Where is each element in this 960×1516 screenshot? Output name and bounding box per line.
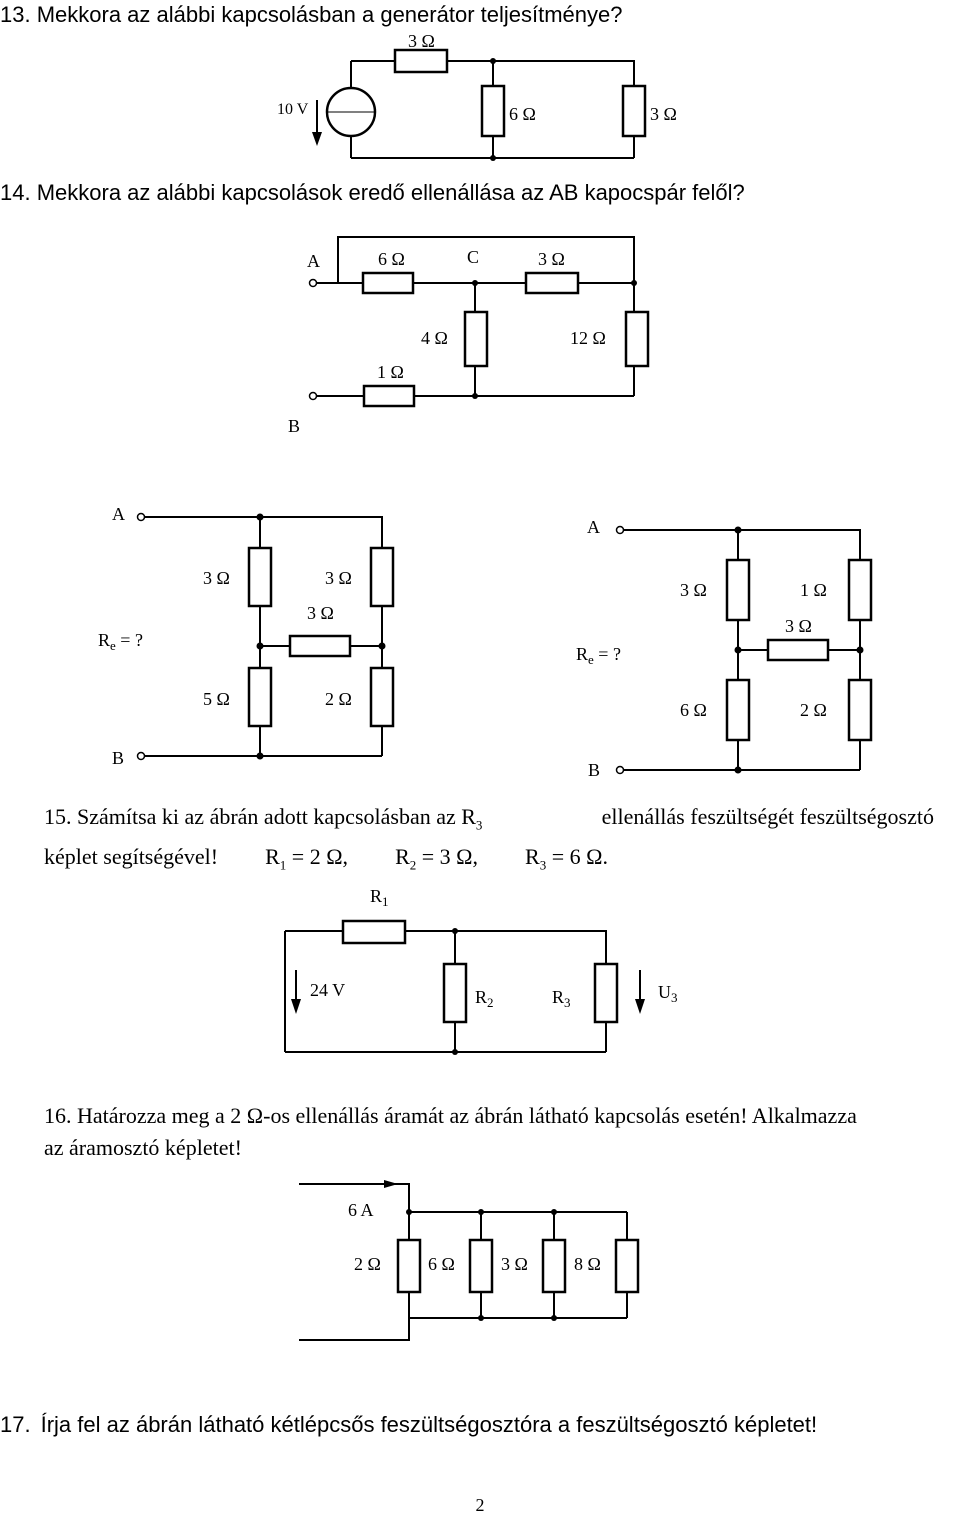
label-14b-r-left-top: 3 Ω [203,568,230,588]
resistor-13-mid [480,84,506,138]
question-16-line2: az áramosztó képletet! [44,1135,242,1160]
circuit-13: 3 Ω 10 V 6 Ω 3 Ω [277,31,677,161]
label-14b-r-left-bot: 5 Ω [203,689,230,709]
label-14c-r-left-bot: 6 Ω [680,700,707,720]
label-15-r2: R2 [475,987,494,1010]
resistor-15-r1 [341,919,407,945]
resistor-16-2 [396,1238,422,1294]
question-17-number: 17. [0,1412,31,1437]
terminal-a-icon [615,525,625,535]
question-15-lead: 15. Számítsa ki az ábrán adott kapcsolás… [44,804,483,833]
label-15-r3: R3 [552,987,571,1010]
resistor-15-r3 [593,962,619,1024]
label-16-r2: 6 Ω [428,1254,455,1274]
label-13-source: 10 V [277,101,309,118]
resistor-14b-left-bot [247,666,273,728]
resistor-13-top [393,48,449,74]
resistor-14a-1 [362,384,416,408]
circuit-16: 6 A 2 Ω 6 Ω 3 Ω 8 Ω [299,1180,640,1341]
resistor-16-6 [468,1238,494,1294]
resistor-14b-horiz [288,634,352,658]
resistor-16-8 [614,1238,640,1294]
label-14b-a: A [112,504,125,524]
resistor-14c-left-top [725,558,751,622]
label-14a-r-top-right: 3 Ω [538,249,565,269]
arrow-down-icon [635,999,645,1014]
resistor-16-3 [541,1238,567,1294]
label-14a-r-ac: 6 Ω [378,249,405,269]
terminal-b-icon [308,391,318,401]
resistor-14c-horiz [766,638,830,662]
arrow-right-icon [384,1180,398,1188]
label-16-current: 6 A [348,1200,374,1220]
label-14c-b: B [588,760,600,780]
label-16-r1: 2 Ω [354,1254,381,1274]
question-17-text: Írja fel az ábrán látható kétlépcsős fes… [40,1412,818,1437]
resistor-14c-right-top [847,558,873,622]
page-number: 2 [475,1495,485,1515]
resistor-14c-left-bot [725,678,751,742]
question-15-tail: ellenállás feszültségét feszültségosztó [596,804,934,829]
question-15-r1: R1 = 2 Ω, [265,844,349,873]
arrow-down-icon [312,132,322,146]
resistor-14b-mid-top [369,546,395,608]
label-14a-a: A [307,251,320,271]
label-14b-b: B [112,748,124,768]
resistor-14a-3 [524,271,580,295]
resistor-14c-right-bot [847,678,873,742]
label-14c-r-left-top: 3 Ω [680,580,707,600]
label-15-r1: R1 [370,886,389,909]
label-14a-r-bottom: 1 Ω [377,362,404,382]
label-14c-r-right-bot: 2 Ω [800,700,827,720]
label-14c-a: A [587,517,600,537]
resistor-14b-left-top [247,546,273,608]
question-15-r2: R2 = 3 Ω, [395,844,479,873]
question-15-line2: képlet segítségével! [44,844,219,870]
circuit-14c: A B Re = ? 3 Ω 1 Ω 3 Ω 6 Ω 2 Ω [576,517,873,780]
label-14a-b: B [288,416,300,436]
label-14b-r-horiz: 3 Ω [307,603,334,623]
circuit-14b: A B Re = ? 3 Ω 3 Ω 3 Ω 5 Ω 2 Ω [98,504,395,768]
terminal-b-icon [136,751,146,761]
resistor-13-right [621,84,647,138]
label-14c-re: Re = ? [576,644,621,667]
resistor-14a-4 [463,310,489,368]
question-13: 13. Mekkora az alábbi kapcsolásban a gen… [0,2,623,27]
question-16-line1: 16. Határozza meg a 2 Ω-os ellenállás ár… [44,1103,857,1128]
label-14b-re: Re = ? [98,630,143,653]
label-14a-r-right: 12 Ω [570,328,606,348]
label-14a-c: C [467,247,479,267]
circuit-14a: A 6 Ω C 3 Ω 4 Ω 12 Ω 1 Ω B [288,236,650,436]
label-15-u3: U3 [658,982,678,1005]
label-13-r-right: 3 Ω [650,104,677,124]
question-17: 17. Írja fel az ábrán látható kétlépcsős … [0,1412,817,1438]
label-15-source: 24 V [310,980,345,1000]
label-16-r4: 8 Ω [574,1254,601,1274]
label-16-r3: 3 Ω [501,1254,528,1274]
resistor-14b-mid-bot [369,666,395,728]
question-16: 16. Határozza meg a 2 Ω-os ellenállás ár… [44,1101,944,1163]
resistor-15-r2 [442,962,468,1024]
terminal-a-icon [136,512,146,522]
terminal-a-icon [308,278,318,288]
label-14c-r-horiz: 3 Ω [785,616,812,636]
label-14b-r-mid-top: 3 Ω [325,568,352,588]
question-15-r3: R3 = 6 Ω. [525,844,608,873]
label-13-r-mid: 6 Ω [509,104,536,124]
label-14a-r-c-down: 4 Ω [421,328,448,348]
terminal-b-icon [615,765,625,775]
resistor-14a-6 [361,271,415,295]
label-14b-r-mid-bot: 2 Ω [325,689,352,709]
label-13-r-top: 3 Ω [408,31,435,51]
resistor-14a-12 [624,310,650,368]
question-15: 15. Számítsa ki az ábrán adott kapcsolás… [44,802,934,881]
question-14: 14. Mekkora az alábbi kapcsolások eredő … [0,180,745,205]
label-14c-r-right-top: 1 Ω [800,580,827,600]
arrow-down-icon [291,999,301,1014]
circuit-15: R1 24 V R2 R3 U3 [284,886,678,1055]
